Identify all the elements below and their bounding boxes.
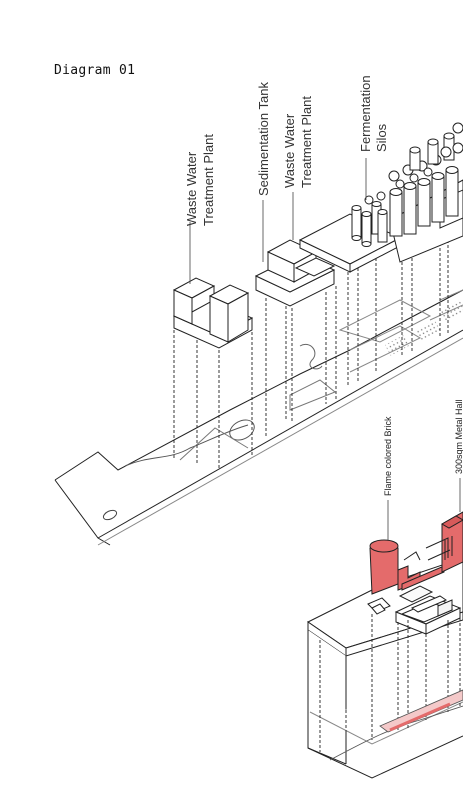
lower-leader-lines: [387, 478, 461, 540]
label-metal-hall: 300sqm Metal Hall: [454, 399, 463, 474]
metal-hall-building: [440, 511, 463, 573]
label-silos: Silos: [374, 123, 389, 152]
metal-hall-frame: [403, 537, 451, 561]
lower-ground-trace: [329, 689, 463, 761]
label-waste-water-plant-2-line1: Waste Water: [282, 113, 297, 188]
label-waste-water-plant-1-line1: Waste Water: [184, 151, 199, 226]
upper-projection-lines: [173, 225, 449, 470]
upper-site-plate: [54, 289, 463, 546]
upper-leader-lines: [189, 158, 367, 284]
label-waste-water-plant-1-line2: Treatment Plant: [201, 134, 216, 226]
label-waste-water-plant-2-line2: Treatment Plant: [299, 96, 314, 188]
label-flame-colored-brick: Flame colored Brick: [383, 416, 393, 496]
lower-building: [307, 557, 463, 779]
label-fermentation: Fermentation: [358, 75, 373, 152]
flame-brick-building: [369, 539, 445, 595]
fermentation-silos: [351, 122, 463, 247]
sedimentation-tank-block: [254, 239, 336, 307]
diagram-title: Diagram 01: [54, 63, 136, 78]
waste-water-plant-1: [172, 277, 254, 349]
label-sedimentation-tank: Sedimentation Tank: [256, 82, 271, 196]
